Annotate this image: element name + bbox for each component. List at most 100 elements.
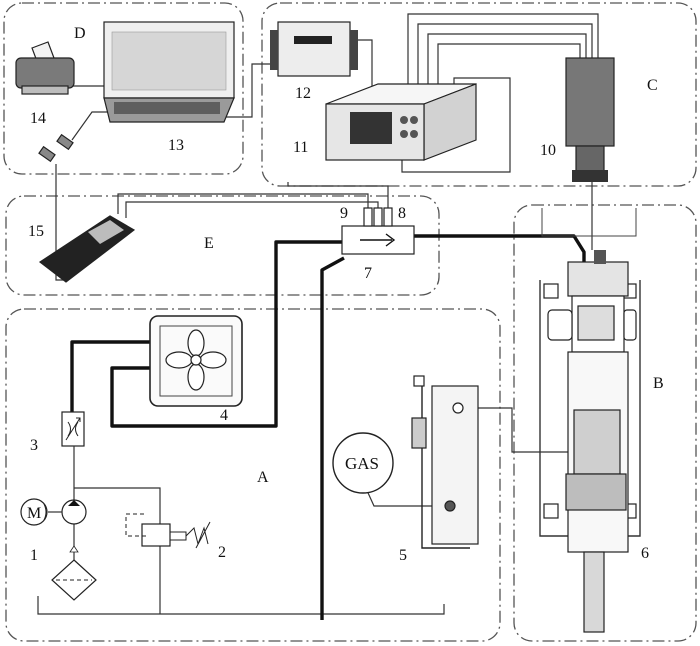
relief-valve-pilot xyxy=(125,513,146,537)
stand-clamp-top-left xyxy=(543,283,559,299)
tank-top-bracket xyxy=(413,375,425,387)
daq-module xyxy=(270,21,358,77)
daq-terminal-right xyxy=(350,30,358,70)
section-d-boundary xyxy=(3,2,244,175)
printer-tray xyxy=(21,85,69,95)
usb-plug-a xyxy=(56,133,74,151)
flowmeter-arrow xyxy=(360,233,396,247)
section-e-boundary xyxy=(5,195,440,296)
daq-module-body xyxy=(277,21,351,77)
fan-blade-left xyxy=(165,351,193,369)
actuator-head xyxy=(567,261,629,297)
controller-knob-1 xyxy=(400,116,408,124)
handheld-body xyxy=(38,215,136,283)
fan-blade-right xyxy=(199,351,227,369)
section-label-e: E xyxy=(204,235,214,252)
laptop xyxy=(103,21,235,123)
cable-controller-camera-1 xyxy=(407,13,599,88)
cable-controller-camera-4 xyxy=(437,43,581,88)
hydraulic-hoses xyxy=(70,234,602,620)
pump-and-motor xyxy=(20,446,87,560)
handheld-recorder xyxy=(38,215,136,283)
laptop-keyboard xyxy=(114,102,220,114)
throttle-valve xyxy=(61,411,85,447)
section-label-b: B xyxy=(653,375,664,392)
motor-arrow xyxy=(43,503,47,521)
section-label-c: C xyxy=(647,77,658,94)
component-label-15: 15 xyxy=(28,223,44,240)
component-label-6: 6 xyxy=(641,545,649,562)
relief-valve xyxy=(125,513,211,549)
relief-valve-spring xyxy=(170,521,211,549)
component-label-13: 13 xyxy=(168,137,184,154)
component-label-5: 5 xyxy=(399,547,407,564)
check-arrow xyxy=(69,545,79,553)
component-label-12: 12 xyxy=(295,85,311,102)
camera-lens-ring xyxy=(572,170,608,182)
gas-label: GAS xyxy=(345,454,379,473)
section-c-boundary xyxy=(261,2,697,187)
component-label-8: 8 xyxy=(398,205,406,222)
oil-cooler xyxy=(149,315,243,407)
cable-controller-right xyxy=(401,77,511,173)
actuator-plate xyxy=(577,305,615,341)
oil-filter xyxy=(51,559,97,601)
daq-label-plate xyxy=(294,36,332,44)
flowmeter xyxy=(341,207,415,255)
relief-valve-body xyxy=(141,523,171,547)
usb-plug xyxy=(38,133,74,163)
cable-controller-camera-3 xyxy=(427,33,587,88)
camera-body xyxy=(565,57,615,147)
return-line xyxy=(37,596,445,615)
cable-accumulator-actuator xyxy=(460,407,570,453)
hose-valve-cooler xyxy=(70,340,150,412)
stand-back-plate xyxy=(541,208,637,237)
controller-screen xyxy=(350,112,392,144)
section-boundaries xyxy=(3,2,697,642)
camera-lens xyxy=(575,145,605,173)
section-label-a: A xyxy=(257,469,269,486)
actuator-motor xyxy=(573,409,621,475)
stand-clamp-bottom-left xyxy=(543,503,559,519)
actuator-side-left xyxy=(547,309,573,341)
cable-controller-camera-2 xyxy=(417,23,593,88)
tank-port-bottom xyxy=(444,500,456,512)
component-label-11: 11 xyxy=(293,139,308,156)
actuator-side-right xyxy=(623,309,637,341)
cable-laptop-usb xyxy=(71,111,108,141)
sensor-mid xyxy=(373,207,383,227)
tank-gauge xyxy=(411,417,427,449)
sensor-9 xyxy=(363,207,373,227)
cable-daq-controller xyxy=(352,39,373,88)
cable-laptop-daq xyxy=(220,63,276,118)
actuator-gearbox xyxy=(565,473,627,511)
gas-bottle xyxy=(332,432,394,494)
relief-line xyxy=(74,487,161,614)
component-label-3: 3 xyxy=(30,437,38,454)
motor xyxy=(20,498,48,526)
tank-port-top xyxy=(452,402,464,414)
high-speed-camera xyxy=(565,57,615,182)
printer-body xyxy=(15,57,75,89)
fan-blade-bottom xyxy=(187,363,205,391)
actuator-top-fitting xyxy=(594,250,606,264)
component-label-14: 14 xyxy=(30,110,46,127)
fan-blade-top xyxy=(187,329,205,357)
section-b-boundary xyxy=(513,204,697,642)
section-a-boundary xyxy=(5,308,501,642)
controller-knob-2 xyxy=(410,116,418,124)
component-labels: 1 2 3 4 5 6 7 8 9 10 11 12 13 14 15 xyxy=(28,85,649,564)
accumulator-tank xyxy=(411,375,479,549)
component-label-9: 9 xyxy=(340,205,348,222)
hydraulic-actuator xyxy=(547,250,637,633)
sensor-8 xyxy=(383,207,393,227)
component-label-2: 2 xyxy=(218,544,226,561)
test-controller xyxy=(325,83,477,161)
actuator-rod xyxy=(583,551,605,633)
cable-sensor8-controller xyxy=(287,182,389,208)
daq-terminal-left xyxy=(270,30,278,70)
component-label-1: 1 xyxy=(30,547,38,564)
cable-sensor9-handheld xyxy=(117,193,369,214)
component-label-10: 10 xyxy=(540,142,556,159)
